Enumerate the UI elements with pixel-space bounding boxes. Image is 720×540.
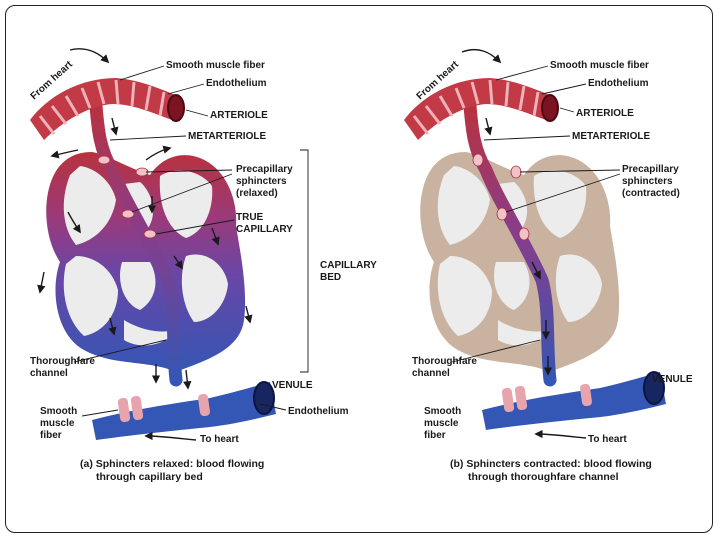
sphincter [511,166,521,178]
smooth-muscle-fiber-bottom-label-1: Smooth [424,406,461,417]
sphincter [144,230,156,238]
capillary-bed-bracket [300,150,308,372]
caption-a-line2: through capillary bed [96,471,203,483]
endothelium-label: Endothelium [206,78,267,89]
flow-arrow [246,306,250,322]
flow-arrow [112,118,116,134]
endothelium-label: Endothelium [588,78,649,89]
arteriole-label: ARTERIOLE [210,110,268,121]
sphincter [122,210,134,218]
precapillary-sphincters-label-1: Precapillary [236,164,293,175]
venule-label: VENULE [652,374,693,385]
to-heart-label: To heart [200,434,239,445]
flow-arrow [462,50,500,62]
flow-arrow [536,434,586,438]
venule-lumen [254,382,274,414]
smooth-muscle-fiber-bottom-label-2: muscle [424,418,459,429]
caption-a-line1: (a) Sphincters relaxed: blood flowing [80,458,264,470]
capillary-bed-label-1: CAPILLARY [320,260,377,271]
venule-b [482,372,666,430]
smooth-muscle-fiber-bottom-label-2: muscle [40,418,75,429]
sphincter [497,208,507,220]
metarteriole-label: METARTERIOLE [188,131,266,142]
true-capillary-label-2: CAPILLARY [236,224,293,235]
flow-arrow [146,148,170,160]
metarteriole-label: METARTERIOLE [572,131,650,142]
true-capillary-label-1: TRUE [236,212,264,223]
flow-arrow [146,436,196,440]
panel-a: From heart Smooth muscle fiber Endotheli… [29,49,378,483]
capillary-bed-label-2: BED [320,272,341,283]
panel-b: From heart Smooth muscle fiber Endotheli… [404,50,693,483]
smooth-muscle-fiber-label: Smooth muscle fiber [166,60,265,71]
capillary-bed-b [420,152,619,372]
arteriole-label: ARTERIOLE [576,108,634,119]
thoroughfare-channel-label-1: Thoroughfare [30,356,95,367]
caption-b-line1: (b) Sphincters contracted: blood flowing [450,458,652,470]
thoroughfare-channel-label-1: Thoroughfare [412,356,477,367]
precapillary-sphincters-label-2: sphincters [236,176,287,187]
to-heart-label: To heart [588,434,627,445]
precapillary-sphincters-label-3: (contracted) [622,188,680,199]
flow-arrow [486,118,490,134]
smooth-muscle-fiber-bottom-label-1: Smooth [40,406,77,417]
precapillary-sphincters-label-1: Precapillary [622,164,679,175]
smooth-muscle-fiber-label: Smooth muscle fiber [550,60,649,71]
flow-arrow [70,49,108,62]
caption-b-line2: through thoroughfare channel [468,471,619,483]
arteriole-lumen [542,95,558,121]
capillary-bed-a [46,152,245,372]
venule-a [92,382,276,440]
flow-arrow [40,272,44,292]
precapillary-sphincters-label-2: sphincters [622,176,673,187]
endothelium-bottom-label: Endothelium [288,406,349,417]
sphincter [473,154,483,166]
thoroughfare-channel-label-2: channel [412,368,450,379]
flow-arrow [186,370,188,388]
flow-arrow [52,150,78,156]
sphincter [519,228,529,240]
arteriole-lumen [168,95,184,121]
arteriole-a [30,78,184,140]
venule-label: VENULE [272,380,313,391]
precapillary-sphincters-label-3: (relaxed) [236,188,278,199]
sphincter [98,156,110,164]
thoroughfare-channel-label-2: channel [30,368,68,379]
smooth-muscle-fiber-bottom-label-3: fiber [40,430,62,441]
smooth-muscle-fiber-bottom-label-3: fiber [424,430,446,441]
